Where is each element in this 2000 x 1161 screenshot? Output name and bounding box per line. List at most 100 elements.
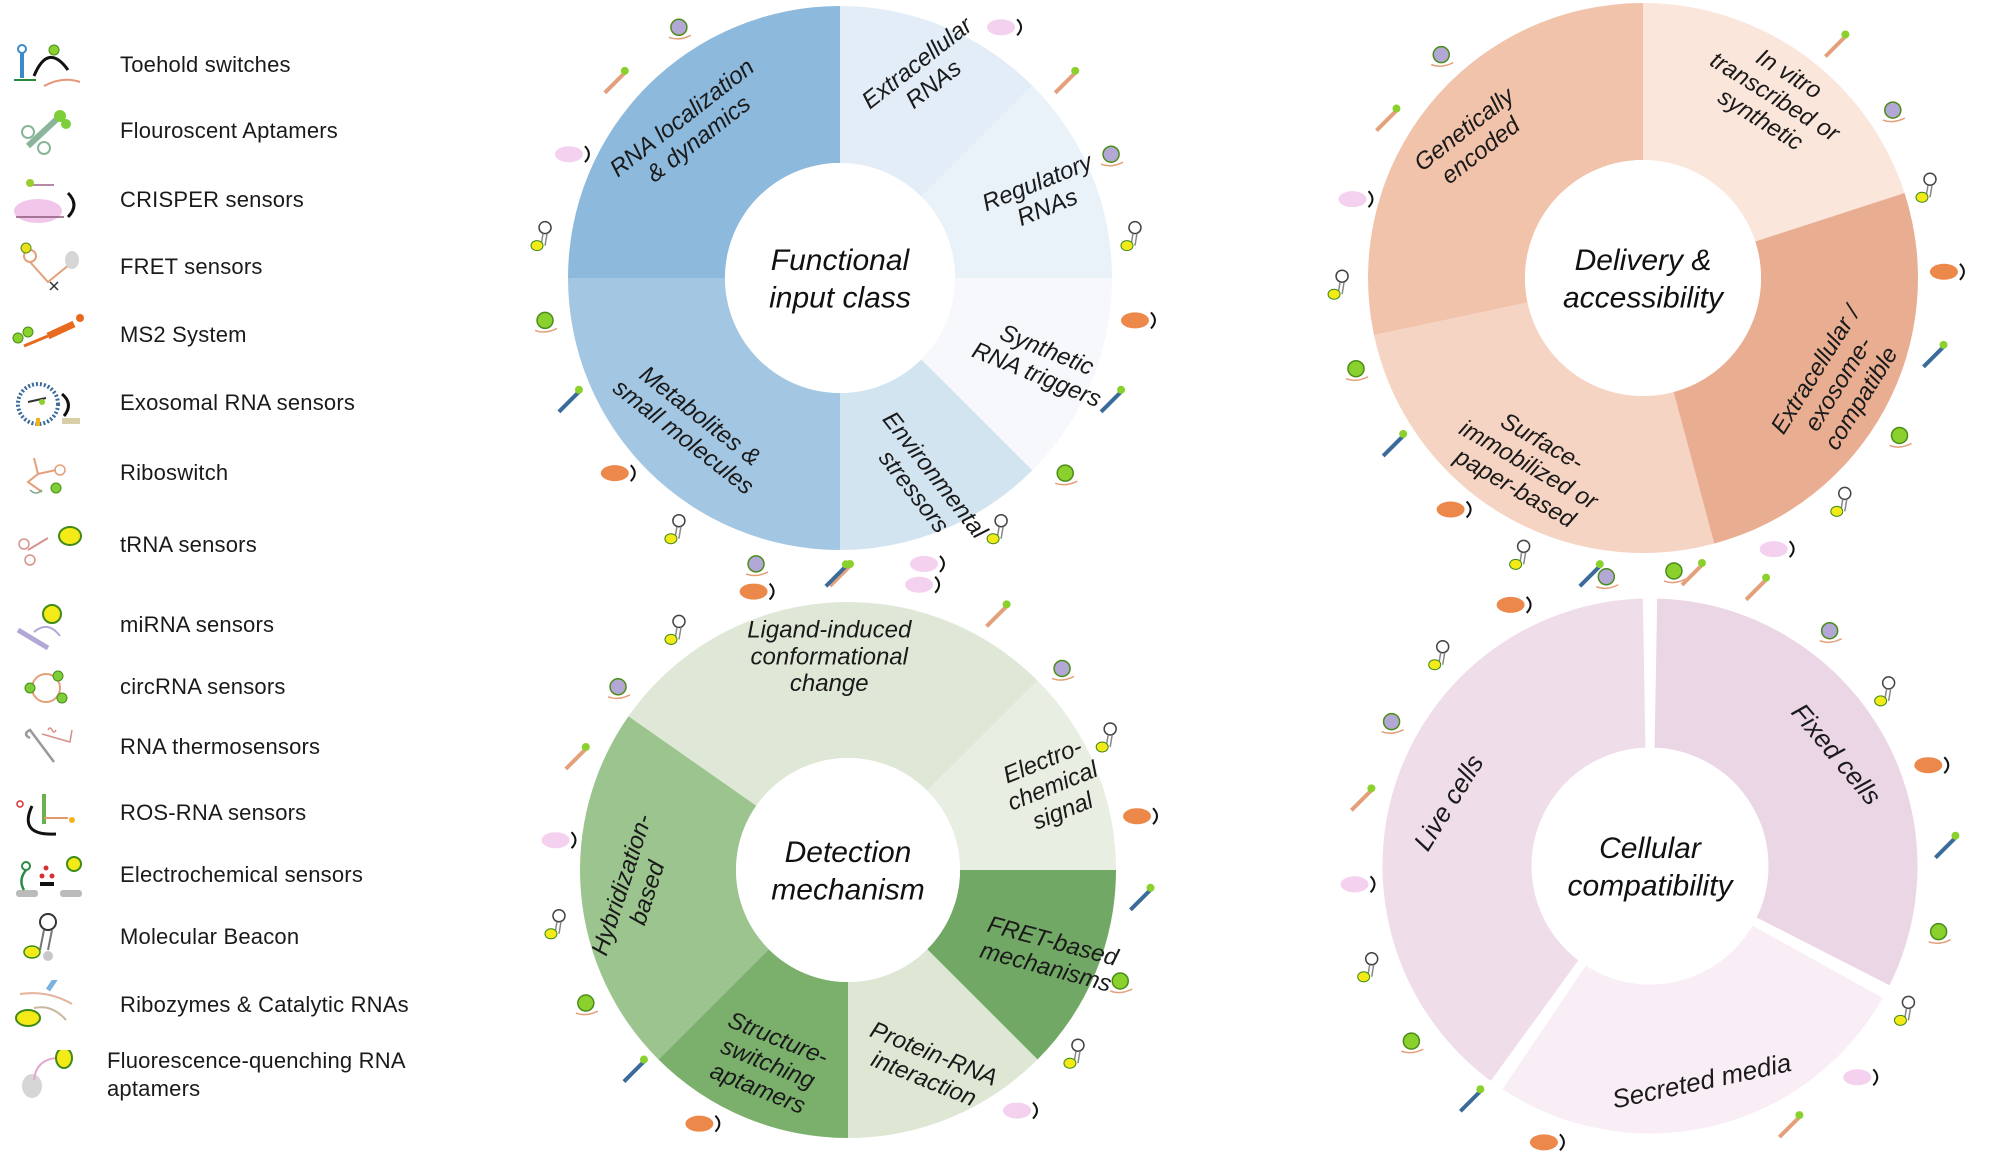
- segment-label-line: conformational: [751, 643, 909, 670]
- sensor-glyph-icon: [1003, 1101, 1039, 1120]
- legend-item: Toehold switches: [0, 40, 460, 90]
- sensor-glyph-icon: [745, 555, 769, 577]
- sensor-glyph-icon: [1349, 784, 1376, 812]
- sensor-glyph-icon: [1357, 952, 1379, 983]
- sensor-glyph-icon: [1843, 1068, 1879, 1086]
- wheel-title-line: compatibility: [1567, 869, 1734, 902]
- sensor-glyph-icon: [1819, 621, 1842, 644]
- sensor-glyph-icon: [530, 220, 552, 252]
- sensor-glyph-icon: [1874, 676, 1896, 707]
- legend-item: Molecular Beacon: [0, 912, 460, 962]
- wheel-segment: [921, 278, 1112, 471]
- sensor-glyph-icon: [1915, 172, 1937, 203]
- sensor-glyph-icon: [985, 600, 1011, 628]
- sensor-glyph-icon: [1823, 30, 1850, 58]
- trna-sensor-icon: [8, 520, 88, 570]
- legend-item: ROS-RNA sensors: [0, 788, 460, 838]
- wheel-title: Delivery &accessibility: [1563, 244, 1725, 315]
- sensor-glyph-icon: [1830, 486, 1852, 517]
- sensor-glyph-icon: [1327, 269, 1349, 300]
- sensor-glyph-icon: [603, 66, 629, 95]
- sensor-glyph-icon: [1596, 568, 1619, 590]
- legend-label: circRNA sensors: [120, 674, 286, 699]
- mirna-sensor-icon: [8, 600, 88, 651]
- sensor-glyph-icon: [1509, 539, 1531, 570]
- segment-label-line: Ligand-induced: [747, 616, 912, 643]
- sensor-glyph-icon: [1123, 807, 1159, 825]
- sensor-glyph-icon: [1054, 464, 1078, 486]
- sensor-glyph-icon: [986, 513, 1008, 545]
- sensor-glyph-icon: [1914, 756, 1950, 774]
- sensor-glyph-icon: [1680, 558, 1706, 587]
- legend-item: CRISPER sensors: [0, 175, 460, 225]
- legend-item: miRNA sensors: [0, 600, 460, 651]
- wheel-segment: [628, 602, 1038, 806]
- legend-label: Riboswitch: [120, 460, 229, 485]
- sensor-glyph-icon: [1436, 500, 1472, 519]
- legend-label: ROS-RNA sensors: [120, 800, 307, 825]
- sensor-glyph-icon: [664, 513, 686, 545]
- sensor-glyph-icon: [534, 311, 558, 333]
- legend-label: Flouroscent Aptamers: [120, 118, 338, 143]
- wheel-segment: [1673, 193, 1918, 544]
- sensor-glyph-icon: [1129, 883, 1155, 912]
- sensor-glyph-icon: [1529, 1133, 1565, 1152]
- legend-item: RNA thermosensors: [0, 722, 460, 772]
- fluorescent-aptamer-icon: [8, 106, 88, 156]
- sensor-glyph-icon: [1095, 722, 1117, 753]
- legend-item: FRET sensors: [0, 242, 460, 292]
- legend-item: MS2 System: [0, 310, 460, 360]
- wheel-segment: [927, 680, 1116, 870]
- legend-item: Fluorescence-quenching RNA aptamers: [0, 1047, 460, 1101]
- sensor-glyph-icon: [1893, 995, 1916, 1026]
- legend-label: MS2 System: [120, 322, 247, 347]
- legend-label: Toehold switches: [120, 52, 291, 77]
- sensor-glyph-icon: [1345, 359, 1369, 382]
- wheel-segment: [927, 870, 1116, 1060]
- wheel-segment: [568, 278, 840, 550]
- sensor-glyph-icon: [1109, 972, 1133, 994]
- sensor-glyph-icon: [1120, 220, 1142, 252]
- sensor-glyph-icon: [544, 909, 566, 940]
- sensor-glyph-icon: [1889, 426, 1912, 448]
- sensor-glyph-icon: [1053, 66, 1080, 95]
- sensor-glyph-icon: [905, 576, 941, 594]
- sensor-glyph-icon: [668, 18, 692, 40]
- legend-label: Fluorescence-quenching RNA aptamers: [107, 1048, 405, 1101]
- legend-label: Electrochemical sensors: [120, 862, 364, 887]
- circrna-sensor-icon: [8, 662, 88, 712]
- electrochemical-sensor-icon: [8, 850, 88, 900]
- sensor-glyph-icon: [1934, 831, 1960, 860]
- wheel-title-line: mechanism: [771, 873, 924, 906]
- wheel-segment: [1643, 3, 1905, 242]
- sensor-glyph-icon: [557, 385, 583, 414]
- legend-label: tRNA sensors: [120, 532, 257, 557]
- wheel-segment: [1367, 3, 1643, 336]
- rna-thermosensor-icon: [8, 722, 88, 772]
- wheel-segment: [921, 85, 1112, 278]
- wheel-hub: [736, 758, 960, 982]
- legend-label: Ribozymes & Catalytic RNAs: [120, 992, 409, 1017]
- sensor-glyph-icon: [1928, 922, 1951, 945]
- sensor-glyph-icon: [1929, 263, 1965, 281]
- sensor-glyph-icon: [1759, 540, 1795, 558]
- sensor-glyph-icon: [622, 1055, 648, 1083]
- legend-item: tRNA sensors: [0, 520, 460, 570]
- sensor-glyph-icon: [739, 582, 775, 601]
- wheel-segment: [658, 949, 848, 1138]
- decorative-sensor-icons: [530, 18, 1965, 1152]
- wheel-segment: [848, 949, 1038, 1138]
- wheel-hub: [725, 163, 955, 393]
- wheel-segment: [840, 6, 1033, 197]
- wheel-segment: [1374, 302, 1715, 553]
- segment-label-line: change: [790, 670, 869, 697]
- crispr-sensor-icon: [8, 175, 88, 225]
- sensor-glyph-icon: [1496, 596, 1532, 614]
- ros-rna-sensor-icon: [8, 788, 88, 838]
